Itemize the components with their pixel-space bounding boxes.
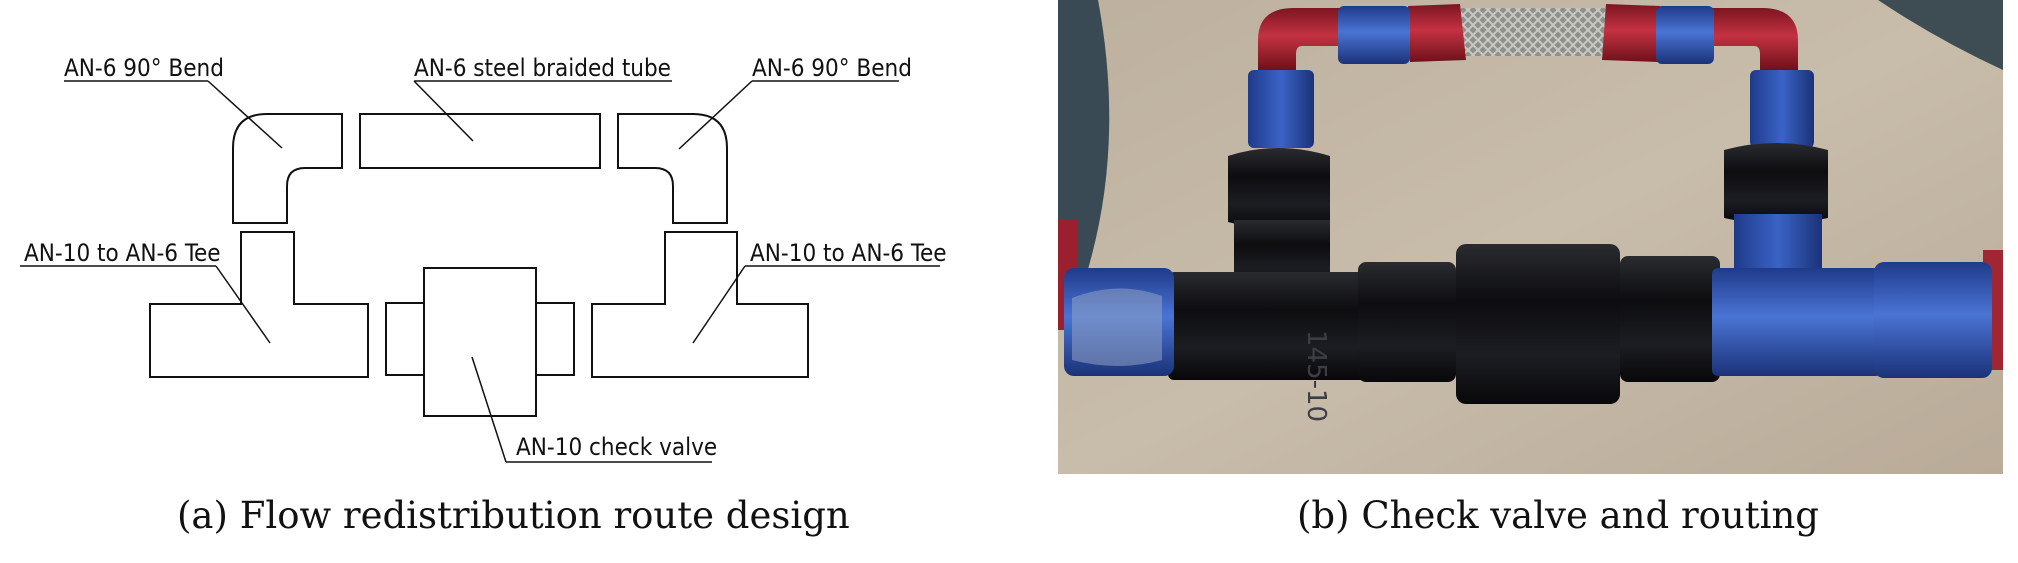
check-valve-hex [1456, 244, 1620, 404]
blue-nut-left-upper [1248, 70, 1314, 148]
label-check-valve: AN-10 check valve [516, 433, 717, 461]
check-valve-end-right [535, 302, 575, 376]
leader-right-tee [692, 265, 746, 344]
tee-stamp-text: 145-10 [1301, 330, 1331, 422]
left-tee-shape [149, 231, 369, 378]
route-design-diagram: AN-6 90° Bend AN-6 steel braided tube AN… [0, 0, 1000, 480]
label-braided-tube: AN-6 steel braided tube [414, 54, 671, 82]
leader-left-bend [207, 80, 283, 149]
caption-route-design: (a) Flow redistribution route design [177, 494, 850, 537]
black-reducer-right [1724, 143, 1828, 224]
caption-check-valve-photo: (b) Check valve and routing [1297, 494, 1819, 537]
right-tee-shape [591, 231, 809, 378]
left-bend-shape [232, 113, 343, 224]
leader-left-tee [215, 265, 271, 344]
label-right-tee: AN-10 to AN-6 Tee [750, 239, 947, 267]
label-left-tee: AN-10 to AN-6 Tee [24, 239, 221, 267]
red-hose-end-left [1408, 4, 1466, 62]
red-hose-end-right [1602, 4, 1660, 62]
blue-nut-top-left [1338, 6, 1410, 64]
blue-end-nut-right [1874, 262, 1992, 378]
right-red-bend [1708, 8, 1798, 70]
blue-nut-right-upper [1750, 70, 1814, 148]
check-valve-body [423, 267, 537, 417]
coupler-left [1358, 262, 1456, 382]
label-left-bend: AN-6 90° Bend [64, 54, 224, 82]
braided-tube [1458, 8, 1608, 56]
right-bend-shape [617, 113, 728, 224]
left-tee-body [1168, 272, 1378, 380]
route-design-svg: AN-6 90° Bend AN-6 steel braided tube AN… [20, 54, 947, 463]
dark-hose-right [1878, 0, 2003, 70]
blue-nut-top-right [1656, 6, 1714, 64]
check-valve-end-left [385, 302, 425, 376]
left-red-bend [1258, 8, 1348, 70]
leader-check-valve [471, 356, 507, 463]
check-valve-photo: 145-10 [1058, 0, 2003, 474]
blue-end-nut-left-wear [1072, 288, 1162, 366]
leader-tube [413, 80, 474, 142]
black-reducer-left [1228, 148, 1330, 229]
label-right-bend: AN-6 90° Bend [752, 54, 912, 82]
check-valve-photo-svg: 145-10 [1058, 0, 2003, 474]
leader-right-bend [678, 80, 753, 150]
coupler-right [1620, 256, 1720, 382]
right-tee-body [1712, 268, 1882, 376]
braided-tube-shape [359, 113, 601, 169]
